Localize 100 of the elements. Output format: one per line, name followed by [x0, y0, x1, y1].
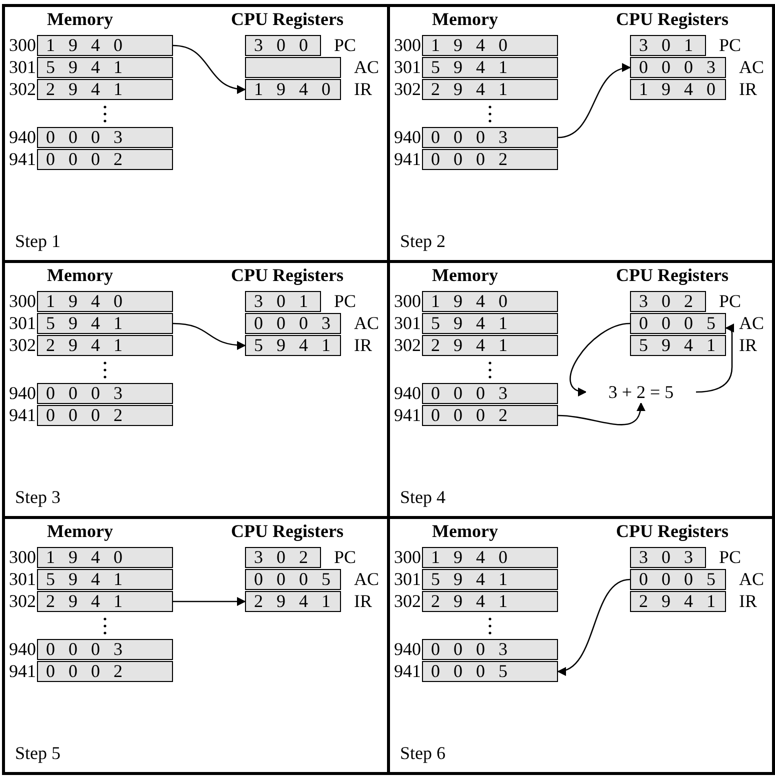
address-label: 302: [9, 80, 36, 99]
address-label: 300: [394, 36, 421, 55]
step-label: Step 4: [400, 487, 446, 508]
register-name: IR: [354, 80, 372, 99]
cell-value: 0 0 0 2: [46, 661, 126, 681]
cell-value: 2 9 4 1: [431, 79, 510, 99]
cell-value: 2 9 4 1: [254, 591, 334, 611]
address-label: 301: [9, 58, 36, 77]
memory-heading: Memory: [47, 521, 113, 542]
register-name: PC: [719, 548, 742, 567]
register-name: PC: [719, 292, 742, 311]
cell-value: 5 9 4 1: [46, 313, 126, 333]
cell-value: 0 0 0 3: [431, 127, 510, 147]
register-name: AC: [354, 58, 380, 77]
address-label: 302: [9, 592, 36, 611]
cell-value: 0 0 0 2: [431, 149, 510, 169]
register-name: PC: [334, 292, 356, 311]
step-label: Step 1: [15, 231, 61, 252]
address-label: 302: [394, 592, 421, 611]
cell-value: 2 9 4 1: [46, 591, 126, 611]
memory-heading: Memory: [432, 9, 498, 30]
address-label: 940: [394, 384, 421, 403]
cell-value: 2 9 4 1: [431, 591, 510, 611]
address-label: 300: [9, 548, 36, 567]
cell-value: 2 9 4 1: [46, 335, 126, 355]
cell-value: 0 0 0 3: [46, 639, 126, 659]
register-name: IR: [739, 80, 757, 99]
registers-heading: CPU Registers: [231, 521, 344, 542]
address-label: 301: [9, 570, 36, 589]
cell-value: 1 9 4 0: [46, 291, 126, 311]
address-label: 941: [9, 150, 36, 169]
cell-value: 5 9 4 1: [46, 57, 126, 77]
cell-value: 0 0 0 2: [431, 405, 510, 425]
address-label: 300: [394, 548, 421, 567]
address-label: 940: [394, 640, 421, 659]
cell-value: 3 0 2: [254, 547, 311, 567]
address-label: 301: [394, 570, 421, 589]
address-label: 301: [9, 314, 36, 333]
address-label: 940: [9, 640, 36, 659]
cell-value: 5 9 4 1: [431, 57, 510, 77]
address-label: 300: [9, 36, 36, 55]
cell-value: 0 0 0 2: [46, 149, 126, 169]
cell-value: 3 0 1: [639, 35, 696, 55]
arrow: [558, 402, 645, 426]
cell-value: 0 0 0 5: [639, 313, 718, 333]
register-name: PC: [334, 548, 356, 567]
address-label: 941: [9, 662, 36, 681]
cell-value: 3 0 3: [639, 547, 696, 567]
cell-value: 3 0 2: [639, 291, 696, 311]
address-label: 940: [9, 128, 36, 147]
step-panel: [2, 516, 390, 775]
step-panel: [387, 4, 775, 263]
address-label: 302: [394, 336, 421, 355]
step-panel: [2, 4, 390, 263]
cell-value: 0 0 0 5: [431, 661, 510, 681]
registers-heading: CPU Registers: [616, 265, 728, 286]
address-label: 940: [394, 128, 421, 147]
cell-value: 5 9 4 1: [431, 569, 510, 589]
register-name: IR: [739, 592, 757, 611]
memory-heading: Memory: [432, 521, 498, 542]
address-label: 300: [9, 292, 36, 311]
step-panel: [387, 516, 775, 775]
register-name: PC: [719, 36, 742, 55]
cell-value: 0 0 0 3: [46, 383, 126, 403]
cell-value: 3 0 0: [254, 35, 311, 55]
cell-value: 1 9 4 0: [431, 547, 510, 567]
cell-value: 1 9 4 0: [431, 35, 510, 55]
register-name: PC: [334, 36, 356, 55]
cell-value: 2 9 4 1: [639, 591, 718, 611]
cell-value: 1 9 4 0: [254, 79, 334, 99]
arrow: [172, 322, 246, 350]
cell-value: 5 9 4 1: [431, 313, 510, 333]
step-label: Step 6: [400, 743, 446, 764]
arrow: [696, 324, 734, 393]
cell-value: 1 9 4 0: [46, 547, 126, 567]
arrow: [172, 44, 246, 94]
address-label: 302: [394, 80, 421, 99]
cell-value: 0 0 0 3: [254, 313, 334, 333]
cell-value: 5 9 4 1: [46, 569, 126, 589]
registers-heading: CPU Registers: [231, 9, 344, 30]
register-name: AC: [739, 314, 764, 333]
cell-value: 3 0 1: [254, 291, 311, 311]
address-label: 941: [9, 406, 36, 425]
register-name: IR: [739, 336, 757, 355]
address-label: 940: [9, 384, 36, 403]
cell-value: 1 9 4 0: [431, 291, 510, 311]
address-label: 301: [394, 58, 421, 77]
register-name: IR: [354, 336, 372, 355]
memory-heading: Memory: [47, 265, 113, 286]
registers-heading: CPU Registers: [616, 9, 728, 30]
arrow: [557, 578, 630, 674]
register-name: AC: [354, 570, 380, 589]
address-label: 941: [394, 406, 421, 425]
arrow: [570, 322, 630, 396]
cell-value: 0 0 0 5: [254, 569, 334, 589]
registers-heading: CPU Registers: [231, 265, 344, 286]
cell-value: 0 0 0 3: [431, 639, 510, 659]
address-label: 941: [394, 662, 421, 681]
step-label: Step 2: [400, 231, 446, 252]
cell-value: 5 9 4 1: [254, 335, 334, 355]
